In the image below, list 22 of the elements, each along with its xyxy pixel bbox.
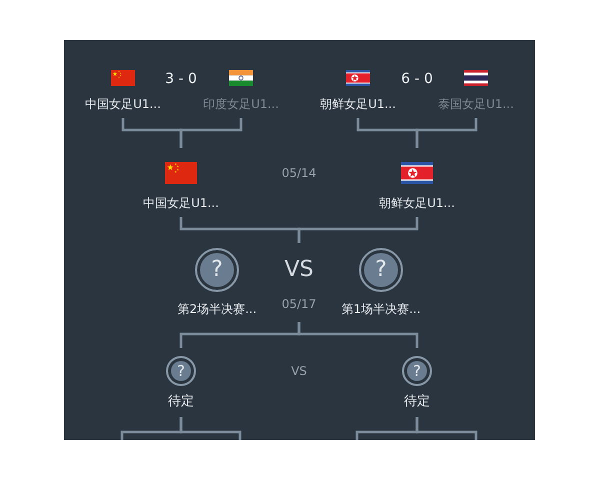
- bracket-line: [298, 322, 418, 348]
- slot-label: 第1场半决赛...: [341, 302, 421, 316]
- team-name: 朝鲜女足U1...: [320, 97, 396, 111]
- bracket-line: [180, 118, 242, 148]
- bracket-line: [180, 417, 242, 440]
- bracket-line: [416, 118, 478, 148]
- slot-label: 待定: [404, 395, 430, 409]
- team-name: 中国女足U1...: [85, 97, 161, 111]
- versus-text: VS: [291, 364, 307, 378]
- score-text: 6 - 0: [401, 71, 433, 87]
- bracket-line: [298, 217, 418, 243]
- versus-text: VS: [284, 258, 314, 282]
- team-name: 印度女足U1...: [203, 97, 279, 111]
- team-name: 泰国女足U1...: [438, 97, 514, 111]
- slot-label: 第2场半决赛...: [177, 302, 257, 316]
- team-name: 中国女足U1...: [143, 196, 219, 210]
- match-date: 05/14: [282, 166, 316, 180]
- bracket-line: [416, 417, 478, 440]
- slot-label: 待定: [168, 395, 194, 409]
- score-text: 3 - 0: [165, 71, 197, 87]
- team-name: 朝鲜女足U1...: [379, 196, 455, 210]
- match-date: 05/17: [282, 297, 316, 311]
